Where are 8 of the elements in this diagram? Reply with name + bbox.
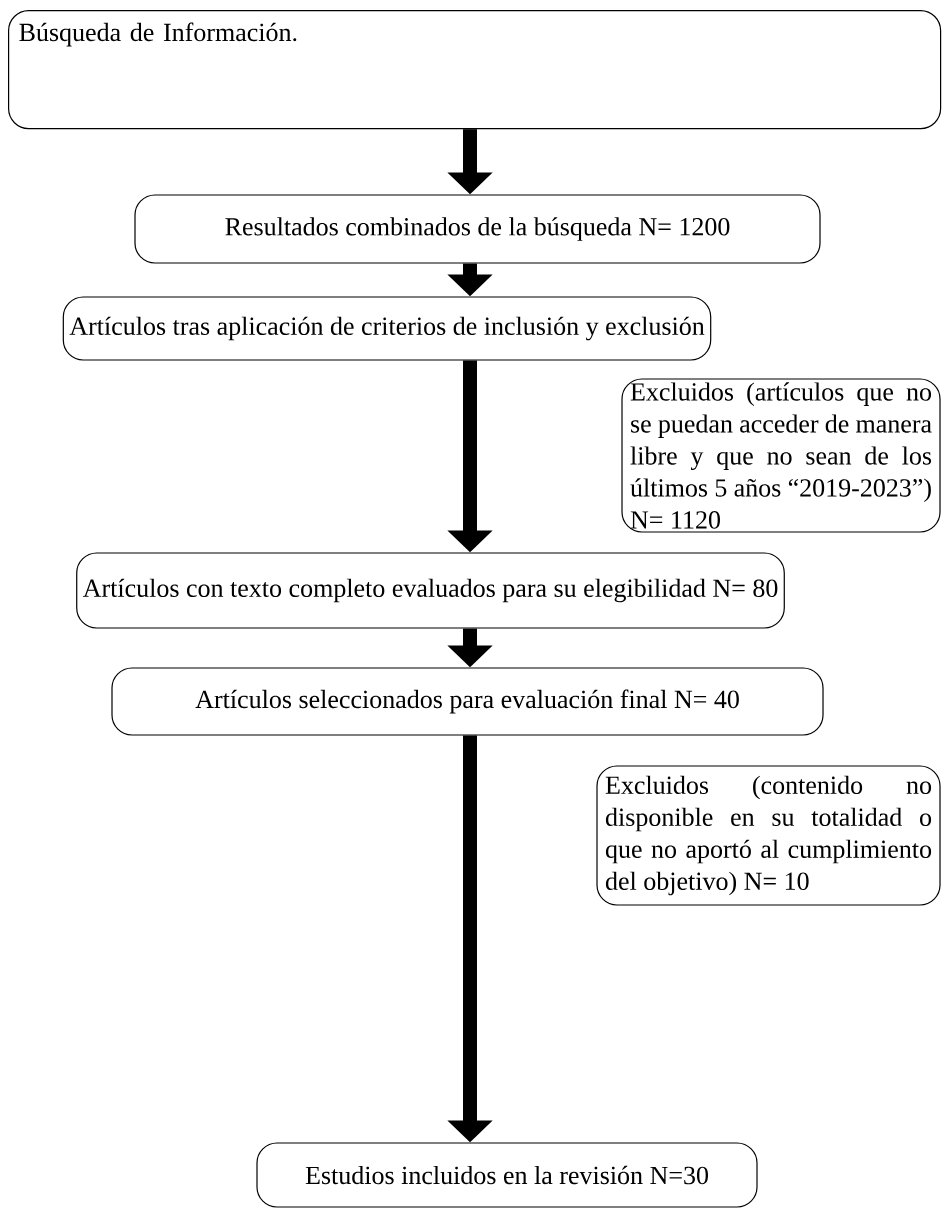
process-box: Resultados combinados de la búsqueda N= 1200 [134, 194, 821, 264]
process-box: Artículos con texto completo evaluados para su elegibilidad N= 80 [76, 552, 785, 629]
process-box: Artículos tras aplicación de criterios de inclusión y exclusión [62, 296, 712, 361]
exclusion-box: Excluidos (artículos que no se puedan acceder de manera libre y que no sean de los últimos 5 años “2019-2023”) N= 1120 [621, 378, 941, 533]
result-box: Estudios incluidos en la revisión N=30 [256, 1142, 758, 1208]
process-box: Artículos seleccionados para evaluación final N= 40 [111, 667, 824, 736]
source-box: Búsqueda de Información. [8, 10, 942, 130]
exclusion-box: Excluidos (contenido no disponible en su totalidad o que no aportó al cumplimiento del objetivo) N= 10 [596, 765, 941, 906]
